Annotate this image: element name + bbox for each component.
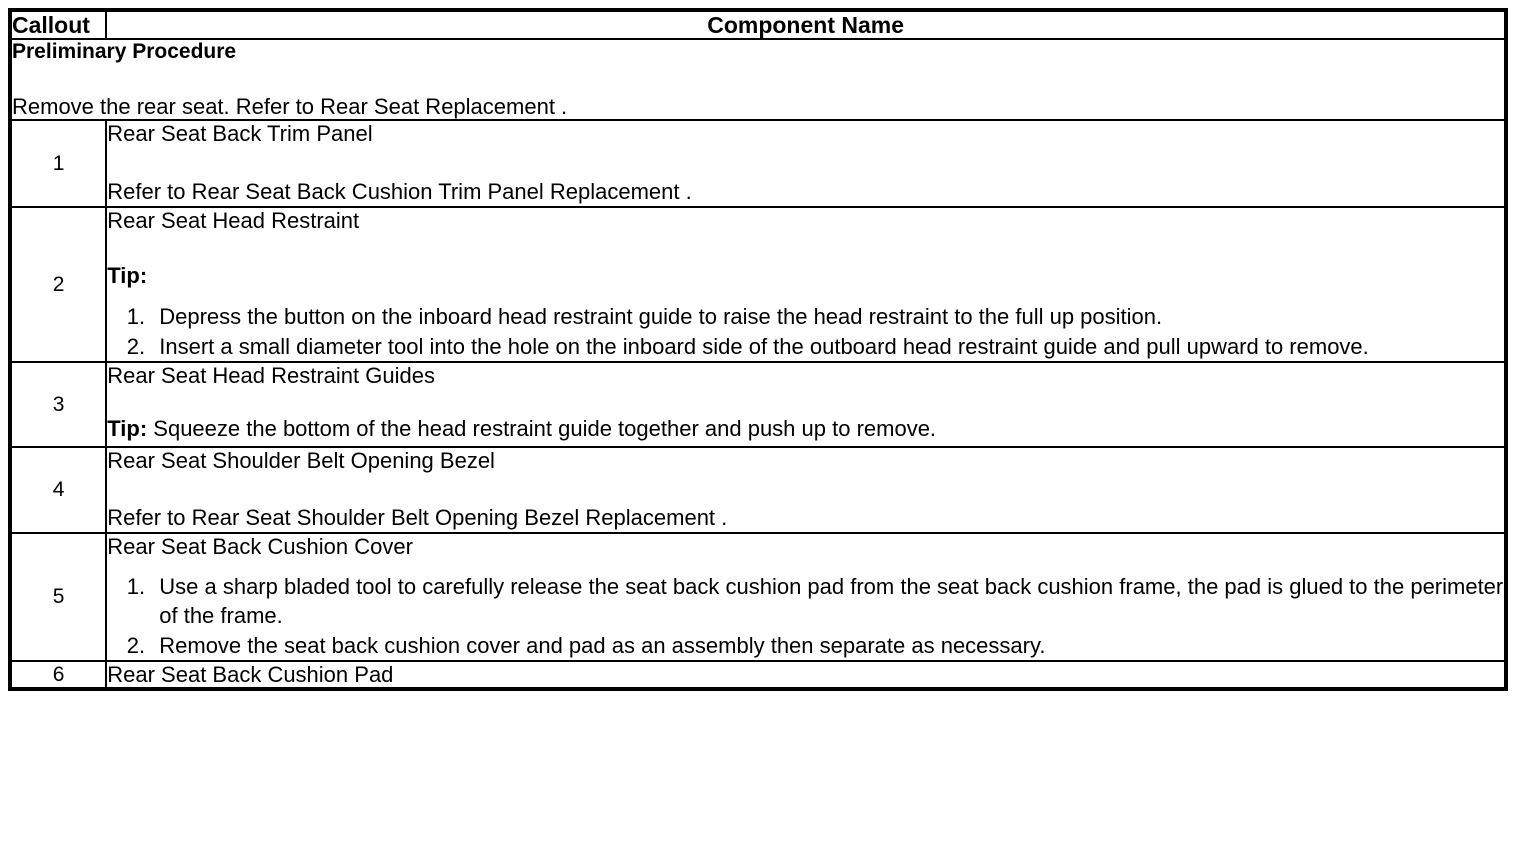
component-cell: Rear Seat Head Restraint Tip: Depress th… <box>105 206 1507 363</box>
component-title: Rear Seat Back Trim Panel <box>107 121 373 147</box>
table-header-row: Callout Component Name <box>8 9 1507 40</box>
callout-number: 2 <box>8 206 108 363</box>
component-cell: Rear Seat Head Restraint Guides Tip: Squ… <box>105 360 1507 448</box>
component-title: Rear Seat Head Restraint Guides <box>107 362 435 388</box>
component-title: Rear Seat Back Cushion Cover <box>107 534 413 560</box>
table-header: Callout Component Name <box>8 9 1507 40</box>
table-row: 1 Rear Seat Back Trim Panel Refer to Rea… <box>8 119 1507 209</box>
tip-label: Tip: <box>107 263 148 289</box>
callout-number: 3 <box>8 360 108 448</box>
table-row: 4 Rear Seat Shoulder Belt Opening Bezel … <box>8 445 1507 535</box>
component-cell: Rear Seat Back Cushion Pad <box>105 659 1507 691</box>
callout-number: 1 <box>8 119 108 209</box>
component-cell: Rear Seat Back Trim Panel Refer to Rear … <box>105 119 1507 209</box>
tip-text: Squeeze the bottom of the head restraint… <box>147 416 937 442</box>
component-refer-text: Refer to Rear Seat Shoulder Belt Opening… <box>107 504 728 530</box>
callout-number: 5 <box>8 532 108 662</box>
list-item: Depress the button on the inboard head r… <box>151 303 1504 331</box>
table-row: 6 Rear Seat Back Cushion Pad <box>8 659 1507 691</box>
component-cell: Rear Seat Shoulder Belt Opening Bezel Re… <box>105 445 1507 535</box>
tip-label: Tip: <box>107 416 148 442</box>
step-list: Use a sharp bladed tool to carefully rel… <box>107 573 1504 659</box>
preliminary-procedure-title: Preliminary Procedure <box>12 40 237 63</box>
component-table: Callout Component Name Preliminary Proce… <box>8 8 1508 692</box>
step-list: Depress the button on the inboard head r… <box>107 303 1504 361</box>
list-item: Insert a small diameter tool into the ho… <box>151 333 1504 361</box>
component-refer-text: Refer to Rear Seat Back Cushion Trim Pan… <box>107 178 692 204</box>
callout-number: 4 <box>8 445 108 535</box>
tip-heading: Tip: <box>107 263 1504 288</box>
table-row: 5 Rear Seat Back Cushion Cover Use a sha… <box>8 532 1507 662</box>
table-row: 2 Rear Seat Head Restraint Tip: Depress … <box>8 206 1507 363</box>
list-item: Use a sharp bladed tool to carefully rel… <box>151 573 1504 629</box>
table-row: 3 Rear Seat Head Restraint Guides Tip: S… <box>8 360 1507 448</box>
component-title: Rear Seat Head Restraint <box>107 208 360 234</box>
preliminary-procedure-text: Remove the rear seat. Refer to Rear Seat… <box>12 94 568 120</box>
component-title: Rear Seat Shoulder Belt Opening Bezel <box>107 447 495 473</box>
list-item: Remove the seat back cushion cover and p… <box>151 632 1504 660</box>
header-component-name: Component Name <box>105 9 1507 40</box>
preliminary-procedure-cell: Preliminary Procedure Remove the rear se… <box>9 37 1507 122</box>
component-title: Rear Seat Back Cushion Pad <box>107 661 394 687</box>
header-callout: Callout <box>8 9 108 40</box>
callout-number: 6 <box>8 659 108 691</box>
component-cell: Rear Seat Back Cushion Cover Use a sharp… <box>105 532 1507 662</box>
table-row-preliminary: Preliminary Procedure Remove the rear se… <box>9 37 1507 122</box>
tip-text-block: Tip: Squeeze the bottom of the head rest… <box>107 416 1504 441</box>
table-body: Preliminary Procedure Remove the rear se… <box>8 37 1507 691</box>
